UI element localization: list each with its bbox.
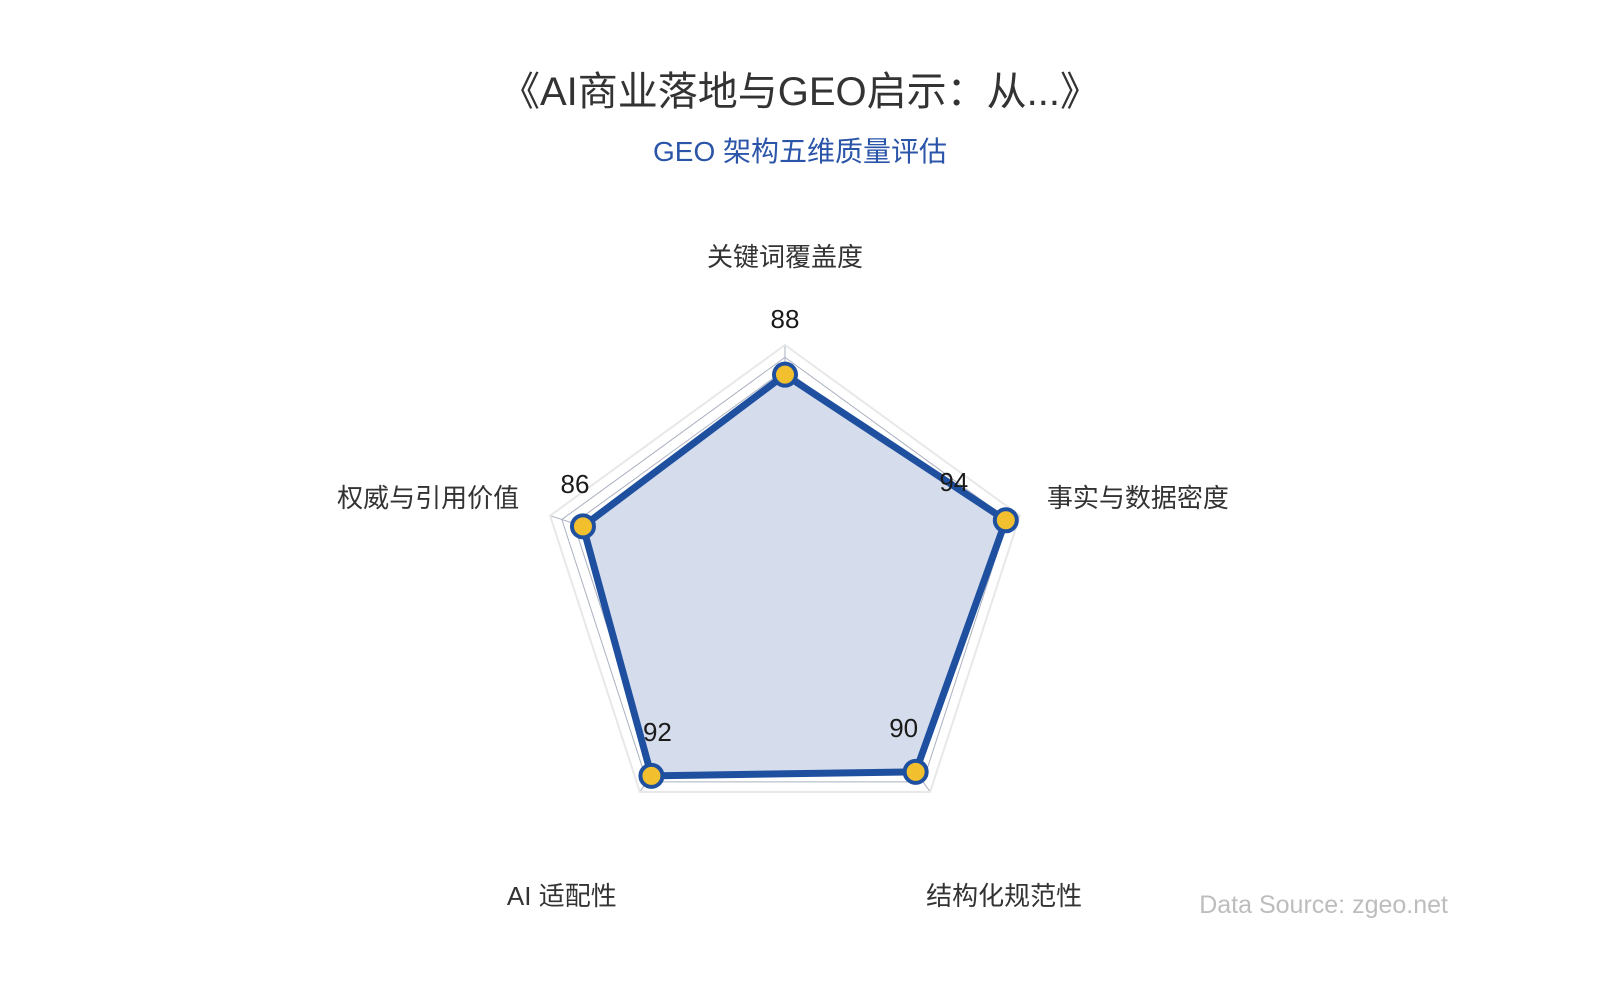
value-label-keyword-coverage: 88 xyxy=(770,303,800,334)
data-point-marker[interactable] xyxy=(772,361,798,388)
data-point-marker[interactable] xyxy=(569,513,596,540)
value-label-structured-normativity: 90 xyxy=(889,712,919,743)
data-point-marker[interactable] xyxy=(902,758,929,785)
axis-label-authority-citation-value: 权威与引用价值 xyxy=(337,482,520,513)
axis-label-structured-normativity: 结构化规范性 xyxy=(926,880,1083,911)
chart-subtitle: GEO 架构五维质量评估 xyxy=(652,136,947,167)
data-source-note: Data Source: zgeo.net xyxy=(1199,891,1448,919)
axis-label-ai-adaptability: AI 适配性 xyxy=(506,880,617,911)
value-label-fact-data-density: 94 xyxy=(939,467,969,498)
grid-ring xyxy=(561,356,1009,783)
series-markers xyxy=(569,361,1019,789)
axis-label-keyword-coverage: 关键词覆盖度 xyxy=(706,242,864,272)
value-label-ai-adaptability: 92 xyxy=(642,716,672,747)
data-point-marker[interactable] xyxy=(992,507,1019,534)
series-area xyxy=(582,374,1006,776)
outer-boundary-pentagon xyxy=(548,343,1022,793)
value-label-authority-citation-value: 86 xyxy=(560,469,590,500)
page-title: 《AI商业落地与GEO启示：从...》 xyxy=(499,70,1101,114)
series-outline xyxy=(579,371,1010,780)
axis-label-fact-data-density: 事实与数据密度 xyxy=(1046,482,1229,513)
data-point-marker[interactable] xyxy=(638,762,665,789)
chart-header: 《AI商业落地与GEO启示：从...》 GEO 架构五维质量评估 xyxy=(0,66,1600,172)
